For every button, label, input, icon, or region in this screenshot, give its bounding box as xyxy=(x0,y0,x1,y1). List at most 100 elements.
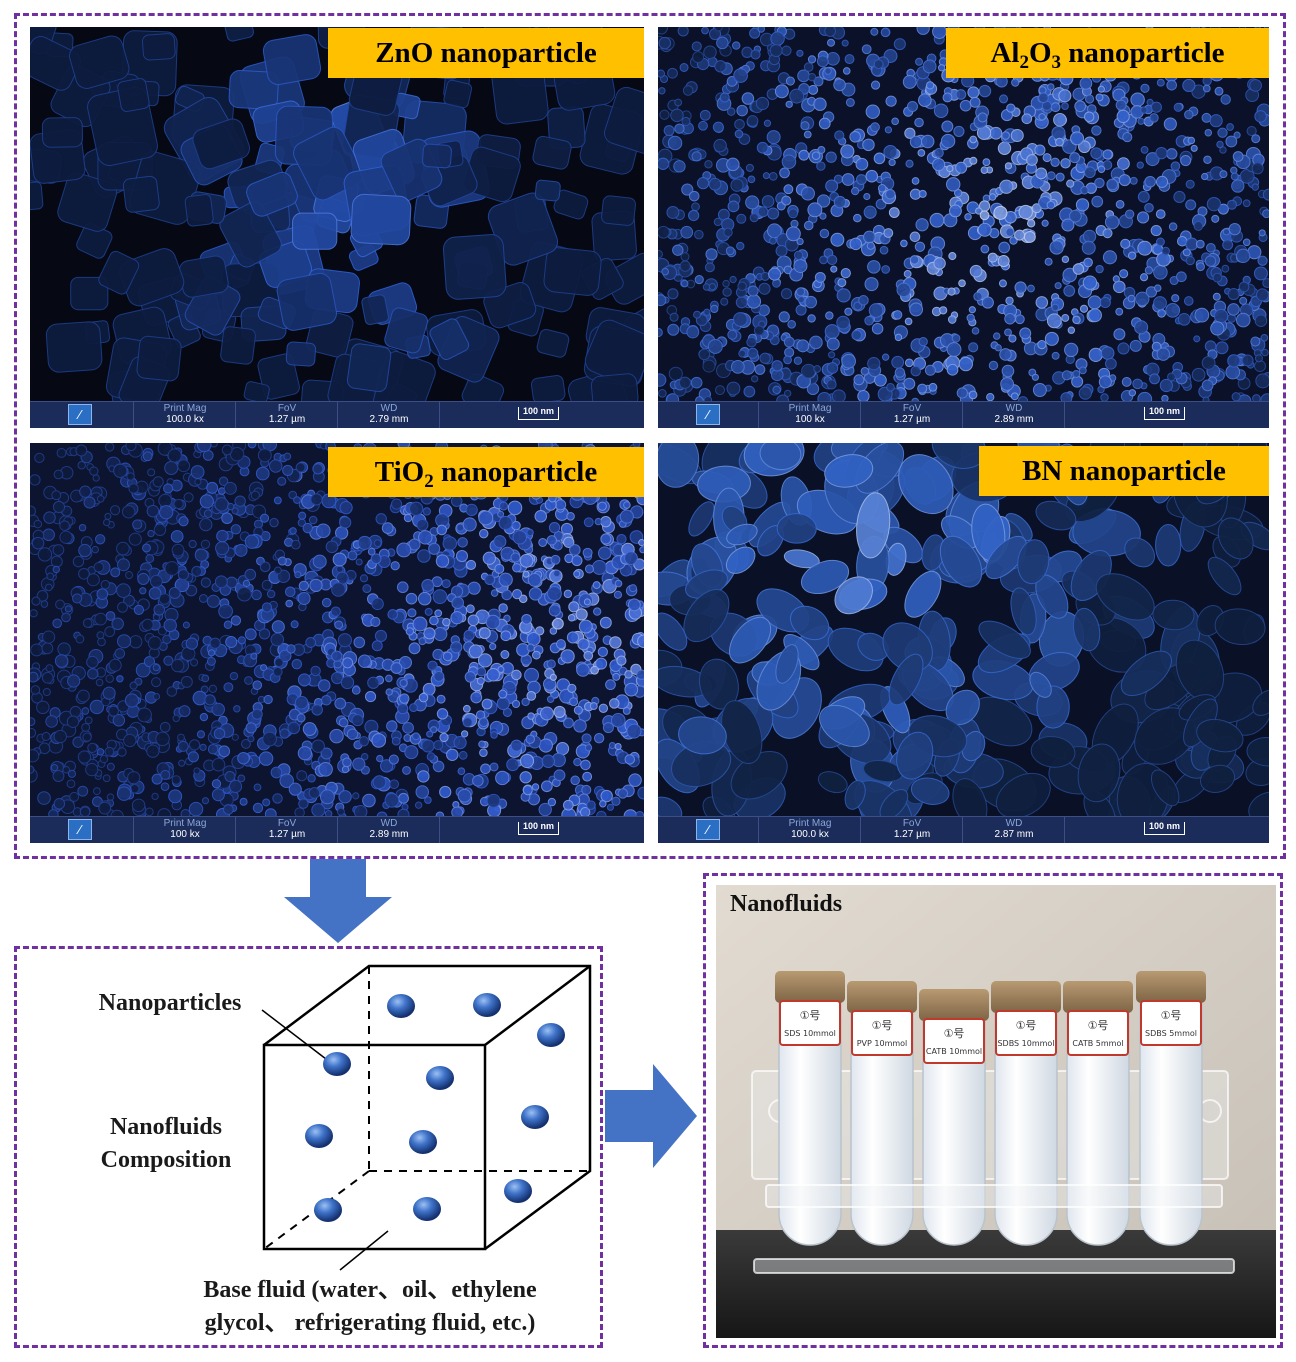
fov-key: FoV xyxy=(277,403,297,414)
panel-label-bn: BN nanoparticle xyxy=(979,446,1269,496)
tube-label-text: ①号 xyxy=(944,1027,965,1040)
wd-key: WD xyxy=(380,818,398,829)
down-arrow-icon xyxy=(284,859,392,943)
print-mag-key: Print Mag xyxy=(163,818,207,829)
fov-key: FoV xyxy=(277,818,297,829)
nanoparticle-sphere xyxy=(504,1179,532,1203)
label-text: nanoparticle xyxy=(433,456,598,488)
scale-cell xyxy=(439,817,644,843)
label-text: O xyxy=(1028,37,1052,69)
photo-frame xyxy=(703,873,1283,1348)
right-arrow-icon xyxy=(605,1064,697,1168)
label-subscript: 2 xyxy=(1019,52,1029,73)
label-text: BN nanoparticle xyxy=(1022,455,1226,487)
label-subscript: 2 xyxy=(424,471,434,492)
label-text: Al xyxy=(990,37,1020,69)
tube-label-text: ①号 xyxy=(1161,1009,1182,1022)
print-mag-value: 100.0 kx xyxy=(166,414,204,425)
scale-bar: 100 nm xyxy=(1144,822,1186,835)
nanoparticle-sphere xyxy=(426,1066,454,1090)
print-mag-value: 100 kx xyxy=(795,414,825,425)
tube-label-text: PVP 10mmol xyxy=(857,1039,908,1048)
fov-value: 1.27 µm xyxy=(893,829,931,840)
scale-cell xyxy=(439,402,644,428)
test-tube: ①号 SDBS 5mmol xyxy=(1136,971,1206,1246)
sem-images-frame xyxy=(14,13,1286,859)
composition-label-line2: Composition xyxy=(100,1147,232,1173)
wd-key: WD xyxy=(1005,403,1023,414)
nanoparticle-sphere xyxy=(413,1197,441,1221)
base-fluid-label-line1: Base fluid (water、oil、ethylene xyxy=(203,1277,537,1303)
print-mag-value: 100 kx xyxy=(170,829,200,840)
label-text: ZnO nanoparticle xyxy=(375,37,597,69)
print-mag-key: Print Mag xyxy=(163,403,207,414)
fov-key: FoV xyxy=(902,403,922,414)
label-text: TiO xyxy=(374,456,425,488)
wd-value: 2.89 mm xyxy=(994,414,1034,425)
nanoparticle-sphere xyxy=(305,1124,333,1148)
scale-cell xyxy=(1064,817,1269,843)
scale-bar: 100 nm xyxy=(518,822,560,835)
print-mag-key: Print Mag xyxy=(788,403,832,414)
tube-label-text: CATB 10mmol xyxy=(926,1047,982,1056)
panel-label-zno: ZnO nanoparticle xyxy=(328,28,644,78)
nanoparticle-sphere xyxy=(473,993,501,1017)
print-mag-value: 100.0 kx xyxy=(791,829,829,840)
sem-texture-bn xyxy=(658,443,1269,817)
fov-key: FoV xyxy=(902,818,922,829)
scale-bar: 100 nm xyxy=(1144,407,1186,420)
wd-value: 2.89 mm xyxy=(369,829,409,840)
fov-value: 1.27 µm xyxy=(268,414,306,425)
tube-label-text: ①号 xyxy=(872,1019,893,1032)
panel-label-tio2: TiO2 nanoparticle xyxy=(328,447,644,497)
nanoparticle-sphere xyxy=(409,1130,437,1154)
base-fluid-label-line2: glycol、 refrigerating fluid, etc.) xyxy=(204,1310,536,1336)
nanoparticle-sphere xyxy=(387,994,415,1018)
sem-texture-tio2 xyxy=(30,443,644,817)
tube-label-text: SDS 10mmol xyxy=(784,1029,836,1038)
print-mag-key: Print Mag xyxy=(788,818,832,829)
microscope-logo-icon: ⁄ xyxy=(68,404,92,425)
tube-label-text: SDBS 10mmol xyxy=(997,1039,1054,1048)
composition-frame xyxy=(14,946,603,1348)
nanoparticle-sphere xyxy=(314,1198,342,1222)
nanoparticle-sphere xyxy=(537,1023,565,1047)
tube-label-text: SDBS 5mmol xyxy=(1145,1029,1197,1038)
scale-bar: 100 nm xyxy=(518,407,560,420)
panel-label-al2o3: Al2O3 nanoparticle xyxy=(946,28,1269,78)
wd-key: WD xyxy=(1005,818,1023,829)
photo-title: Nanofluids xyxy=(730,891,843,917)
microscope-logo-icon: ⁄ xyxy=(68,819,92,840)
microscope-logo-icon: ⁄ xyxy=(696,819,720,840)
composition-label-line1: Nanofluids xyxy=(109,1114,223,1140)
test-tube: ①号 CATB 10mmol xyxy=(919,989,989,1246)
fov-value: 1.27 µm xyxy=(268,829,306,840)
fov-value: 1.27 µm xyxy=(893,414,931,425)
wd-key: WD xyxy=(380,403,398,414)
nanoparticle-sphere xyxy=(521,1105,549,1129)
label-text: nanoparticle xyxy=(1061,37,1225,69)
tube-label-text: CATB 5mmol xyxy=(1072,1039,1123,1048)
